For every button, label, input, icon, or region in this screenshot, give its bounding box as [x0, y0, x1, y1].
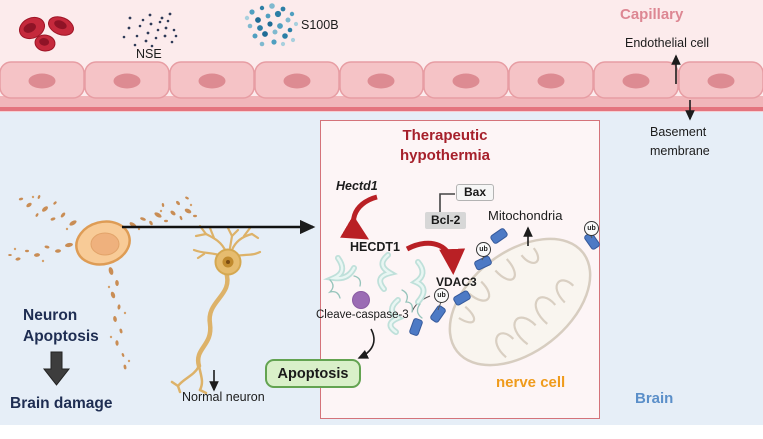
ubiquitin-badge: ub — [434, 288, 449, 303]
red-blood-cells-icon — [18, 16, 74, 52]
neuron-apoptosis-label: Neuron Apoptosis — [23, 307, 99, 345]
ubiquitin-badge: ub — [476, 242, 491, 257]
hectd1-to-vdac3-arrow — [405, 240, 466, 275]
endothelial-cell-row — [0, 61, 763, 99]
normal-neuron-label: Normal neuron — [182, 390, 265, 404]
capillary-label: Capillary — [620, 6, 684, 23]
brain-label: Brain — [635, 390, 674, 407]
hectd1-gene-label: Hectd1 — [336, 179, 378, 193]
basement-membrane-line — [0, 107, 763, 111]
caspase-dot-icon — [352, 291, 370, 309]
brain-damage-label: Brain damage — [10, 395, 113, 412]
bax-chip: Bax — [456, 184, 495, 201]
basement-membrane-sliver — [0, 110, 763, 113]
hectd1-curved-arrow — [340, 194, 378, 240]
ubiquitin-badge: ub — [584, 221, 599, 236]
endothelial-cell-label: Endothelial cell — [625, 36, 710, 50]
bax-bcl2-connector — [439, 193, 455, 212]
protein-ribbons-icon — [322, 252, 427, 335]
nerve-cell-label: nerve cell — [496, 374, 566, 391]
nse-label: NSE — [136, 47, 162, 61]
normal-neuron-icon — [170, 224, 262, 395]
apoptotic-neuron-icon — [8, 195, 197, 370]
bcl2-chip: Bcl-2 — [425, 212, 467, 229]
block-down-arrow — [42, 351, 71, 386]
caspase-to-apoptosis-arrow — [357, 328, 375, 359]
nse-dots-icon — [122, 12, 178, 48]
s100b-label: S100B — [301, 18, 339, 32]
vdac3-label: VDAC3 — [436, 275, 477, 289]
mitochondria-label: Mitochondria — [488, 208, 563, 223]
hectd1-protein-label: HECDT1 — [350, 240, 401, 254]
basement-membrane-label: Basement membrane — [650, 125, 710, 158]
cleave-caspase3-label: Cleave-caspase-3 — [316, 309, 409, 321]
therapeutic-hypothermia-title: Therapeutic hypothermia — [399, 127, 490, 164]
s100b-dots-icon — [244, 3, 299, 47]
basement-membrane-band — [0, 96, 763, 107]
apoptosis-chip: Apoptosis — [265, 359, 361, 388]
